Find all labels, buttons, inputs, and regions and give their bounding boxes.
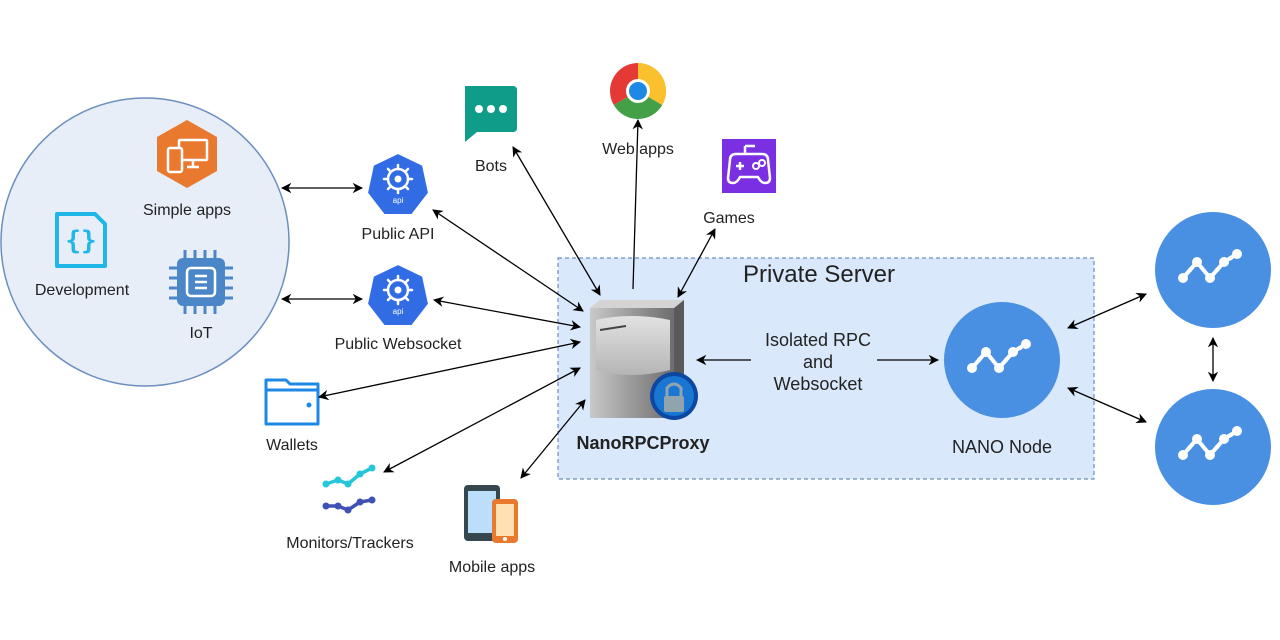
wallet-icon: [264, 378, 320, 426]
connection-arrows: [280, 118, 1219, 479]
line-chart-icon: [322, 464, 376, 514]
public-api-label: Public API: [362, 226, 435, 243]
simple-apps-label: Simple apps: [143, 202, 231, 219]
arrow-websocket-to-proxy: [432, 296, 582, 331]
arrow-node-to-peer-top: [1067, 292, 1147, 330]
nano-peer-node: [1155, 212, 1271, 328]
arrow-proxy-to-monitors: [383, 367, 581, 473]
public-websocket-label: Public Websocket: [335, 336, 462, 353]
code-file-icon: {}: [55, 212, 107, 268]
client-group-circle: [0, 97, 290, 387]
nano-node-label: NANO Node: [952, 437, 1052, 457]
kubernetes-api-icon: [365, 151, 431, 217]
web-apps-label: Web apps: [602, 141, 674, 158]
chip-icon: [169, 250, 233, 314]
link-label-line-1: Isolated RPC: [765, 330, 871, 350]
kubernetes-api-icon: [365, 262, 431, 328]
proxy-label: NanoRPCProxy: [576, 433, 709, 453]
gamepad-icon: [722, 139, 776, 193]
nano-node-main: [944, 302, 1060, 418]
private-server-title: Private Server: [743, 261, 895, 288]
arrow-proxy-to-mobile: [520, 399, 586, 479]
iot-label: IoT: [189, 325, 212, 342]
chrome-icon: [609, 63, 667, 120]
games-label: Games: [703, 210, 755, 227]
link-label-line-2: and: [803, 352, 833, 372]
arrow-node-to-peer-bottom: [1067, 386, 1147, 424]
arrow-games-to-proxy: [677, 228, 716, 298]
bots-label: Bots: [475, 158, 507, 175]
link-label-line-3: Websocket: [774, 374, 863, 394]
chat-bubble-icon: [465, 86, 517, 142]
monitor-mobile-icon: [157, 120, 217, 188]
server-lock-icon: [590, 300, 698, 420]
development-label: Development: [35, 282, 130, 299]
mobile-apps-label: Mobile apps: [449, 559, 535, 576]
svg-text:{}: {}: [65, 226, 96, 256]
arrow-webapps-to-proxy: [632, 118, 643, 290]
wallets-label: Wallets: [266, 437, 318, 454]
tablet-phone-icon: [464, 485, 518, 543]
nano-peer-node: [1155, 389, 1271, 505]
arrow-bots-to-proxy: [512, 146, 601, 296]
monitors-label: Monitors/Trackers: [286, 535, 413, 552]
